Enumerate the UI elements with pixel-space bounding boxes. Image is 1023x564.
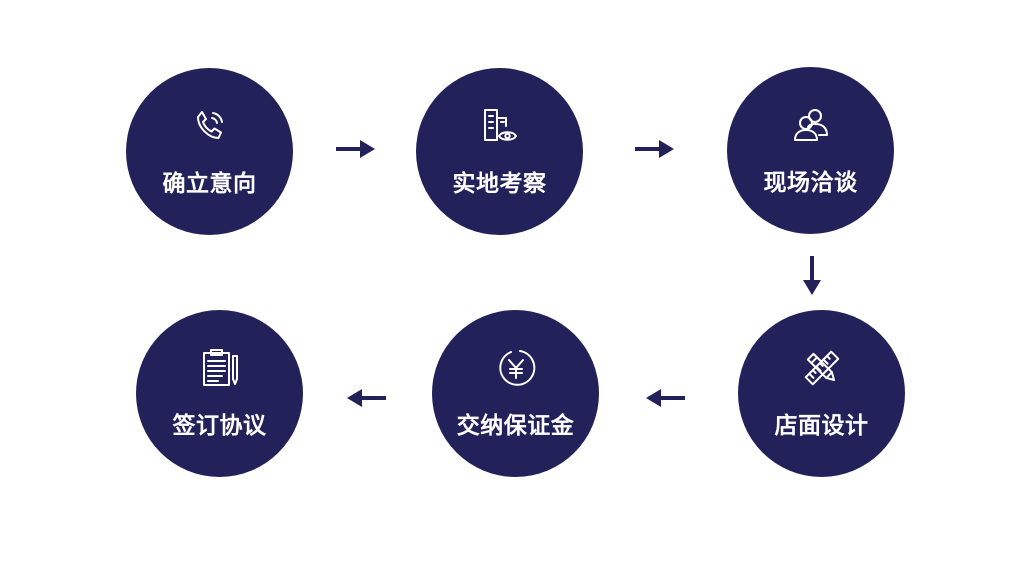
step-label: 交纳保证金 — [456, 413, 575, 439]
step-label: 现场洽谈 — [763, 170, 858, 196]
arrow-left — [346, 387, 386, 409]
step-site-inspection: 实地考察 — [416, 68, 583, 235]
step-establish-intent: 确立意向 — [126, 68, 293, 235]
step-label: 确立意向 — [162, 171, 257, 197]
step-label: 签订协议 — [172, 413, 267, 439]
arrow-right — [635, 138, 675, 160]
people-icon — [791, 105, 831, 145]
step-onsite-negotiation: 现场洽谈 — [727, 67, 894, 234]
clipboard-icon — [200, 348, 240, 388]
step-label: 店面设计 — [774, 413, 869, 439]
arrow-right — [336, 138, 376, 160]
building-inspect-icon — [480, 106, 520, 146]
step-label: 实地考察 — [452, 171, 547, 197]
step-sign-agreement: 签订协议 — [136, 310, 303, 477]
yen-coin-icon — [496, 348, 536, 388]
phone-icon — [190, 106, 230, 146]
step-pay-deposit: 交纳保证金 — [432, 310, 599, 477]
step-store-design: 店面设计 — [738, 310, 905, 477]
arrow-down — [801, 256, 823, 296]
arrow-left — [645, 387, 685, 409]
ruler-pencil-icon — [802, 348, 842, 388]
